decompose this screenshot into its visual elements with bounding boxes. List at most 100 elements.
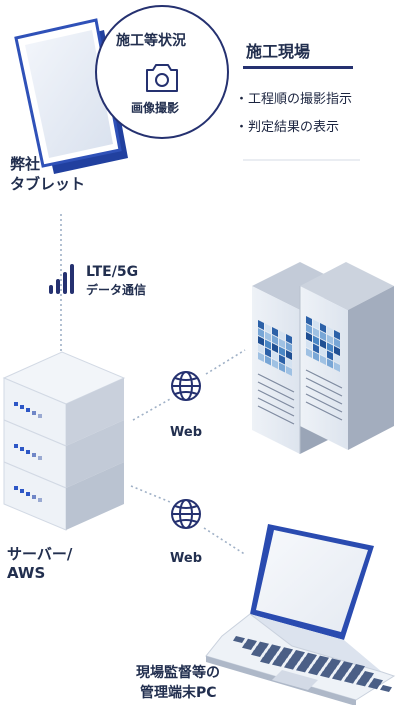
keyboard-key bbox=[242, 643, 254, 650]
keyboard-key bbox=[251, 650, 263, 657]
rack-tile bbox=[320, 355, 326, 365]
keyboard-key bbox=[260, 657, 272, 664]
tablet-label-line2: タブレット bbox=[10, 175, 86, 193]
rack-tile bbox=[334, 346, 340, 356]
rack-tile bbox=[258, 320, 264, 330]
keyboard-key bbox=[233, 636, 245, 643]
rack-tile bbox=[272, 359, 278, 369]
rack-tile bbox=[306, 332, 312, 342]
rack-tile bbox=[320, 347, 326, 357]
keyboard-key bbox=[308, 668, 320, 676]
rack-tile bbox=[327, 334, 333, 345]
rack-tile bbox=[327, 358, 333, 369]
rack-panel-left bbox=[258, 320, 292, 376]
rack-tile bbox=[265, 347, 271, 358]
photo-bubble-top-text: 施工等状況 bbox=[116, 33, 186, 49]
rack-tile bbox=[265, 355, 271, 366]
site-heading-underline bbox=[243, 66, 353, 69]
keyboard bbox=[233, 636, 392, 692]
site-panel-heading: 施工現場 bbox=[246, 42, 311, 61]
camera-icon bbox=[146, 64, 178, 92]
tablet-label-line1: 弊社 bbox=[10, 155, 41, 173]
rack-tile bbox=[286, 366, 292, 376]
keyboard-key bbox=[332, 673, 344, 681]
rack-tile bbox=[265, 331, 271, 342]
server-stack bbox=[2, 351, 126, 531]
rack-tile bbox=[279, 338, 285, 349]
rack-tile bbox=[272, 335, 278, 345]
rack-tile bbox=[279, 354, 285, 365]
server-label-line2: AWS bbox=[7, 564, 46, 582]
photo-bubble bbox=[95, 5, 229, 139]
keyboard-key bbox=[284, 662, 296, 670]
connector-globe2-laptop bbox=[203, 527, 247, 556]
site-panel-bullet-1: ・工程順の撮影指示 bbox=[235, 92, 353, 107]
rack-tile bbox=[258, 336, 264, 346]
rack-tile bbox=[258, 328, 264, 338]
photo-bubble-bottom-text: 画像撮影 bbox=[131, 101, 180, 115]
rack-tile bbox=[306, 340, 312, 350]
rack-tile bbox=[313, 319, 319, 330]
rack-tile bbox=[313, 327, 319, 338]
signal-bars-icon bbox=[49, 264, 74, 294]
rack-tile bbox=[313, 343, 319, 354]
network-subtitle: データ通信 bbox=[86, 283, 147, 297]
rack-tile bbox=[286, 350, 292, 360]
rack-tile bbox=[306, 316, 312, 326]
globe-icon bbox=[171, 371, 201, 401]
rack-tile bbox=[258, 352, 264, 362]
connector-server-globe2 bbox=[130, 485, 171, 503]
rack-tile bbox=[320, 339, 326, 349]
keyboard-key bbox=[368, 682, 380, 690]
server-unit bbox=[2, 351, 126, 447]
rack-tile bbox=[286, 358, 292, 368]
rack-tile bbox=[279, 330, 285, 341]
server-label-line1: サーバー/ bbox=[7, 545, 73, 563]
rack-tile bbox=[320, 331, 326, 341]
rack-tile bbox=[327, 342, 333, 353]
keyboard-key bbox=[320, 671, 332, 678]
rack-tile bbox=[265, 339, 271, 350]
keyboard-key bbox=[356, 679, 368, 687]
rack-tile bbox=[306, 348, 312, 358]
rack-panel-right bbox=[306, 316, 340, 372]
pc-label-line2: 管理端末PC bbox=[140, 685, 217, 701]
laptop-device bbox=[205, 524, 396, 705]
rack-tile bbox=[272, 351, 278, 361]
rack-tile bbox=[258, 344, 264, 354]
server-rack bbox=[252, 262, 394, 454]
web-label-1: Web bbox=[170, 425, 202, 440]
connector-globe1-rack bbox=[205, 349, 246, 375]
keyboard-key bbox=[344, 676, 356, 684]
rack-tile bbox=[272, 343, 278, 353]
rack-tile bbox=[327, 326, 333, 337]
rack-tile bbox=[334, 330, 340, 340]
web-label-2: Web bbox=[170, 551, 202, 566]
site-panel-bullet-2: ・判定結果の表示 bbox=[235, 120, 340, 135]
rack-tile bbox=[313, 335, 319, 346]
pc-label-line1: 現場監督等の bbox=[136, 665, 220, 681]
server-unit bbox=[3, 461, 124, 531]
rack-tile bbox=[286, 342, 292, 352]
rack-tile bbox=[272, 327, 278, 337]
rack-tile bbox=[334, 338, 340, 348]
rack-tile bbox=[334, 362, 340, 372]
globe-icon bbox=[171, 499, 201, 529]
tablet-device bbox=[14, 18, 128, 174]
rack-tile bbox=[327, 350, 333, 361]
rack-tile bbox=[320, 323, 326, 333]
keyboard-key bbox=[380, 685, 392, 692]
keyboard-key bbox=[296, 665, 308, 673]
rack-tile bbox=[306, 324, 312, 334]
keyboard-key bbox=[272, 659, 284, 667]
rack-tile bbox=[334, 354, 340, 364]
rack-tile bbox=[265, 323, 271, 334]
rack-tile bbox=[313, 351, 319, 362]
rack-tile bbox=[286, 334, 292, 344]
connector-lines bbox=[60, 214, 247, 556]
connector-server-globe1 bbox=[132, 397, 173, 421]
rack-tile bbox=[279, 346, 285, 357]
rack-tile bbox=[279, 362, 285, 373]
network-title: LTE/5G bbox=[86, 264, 139, 280]
